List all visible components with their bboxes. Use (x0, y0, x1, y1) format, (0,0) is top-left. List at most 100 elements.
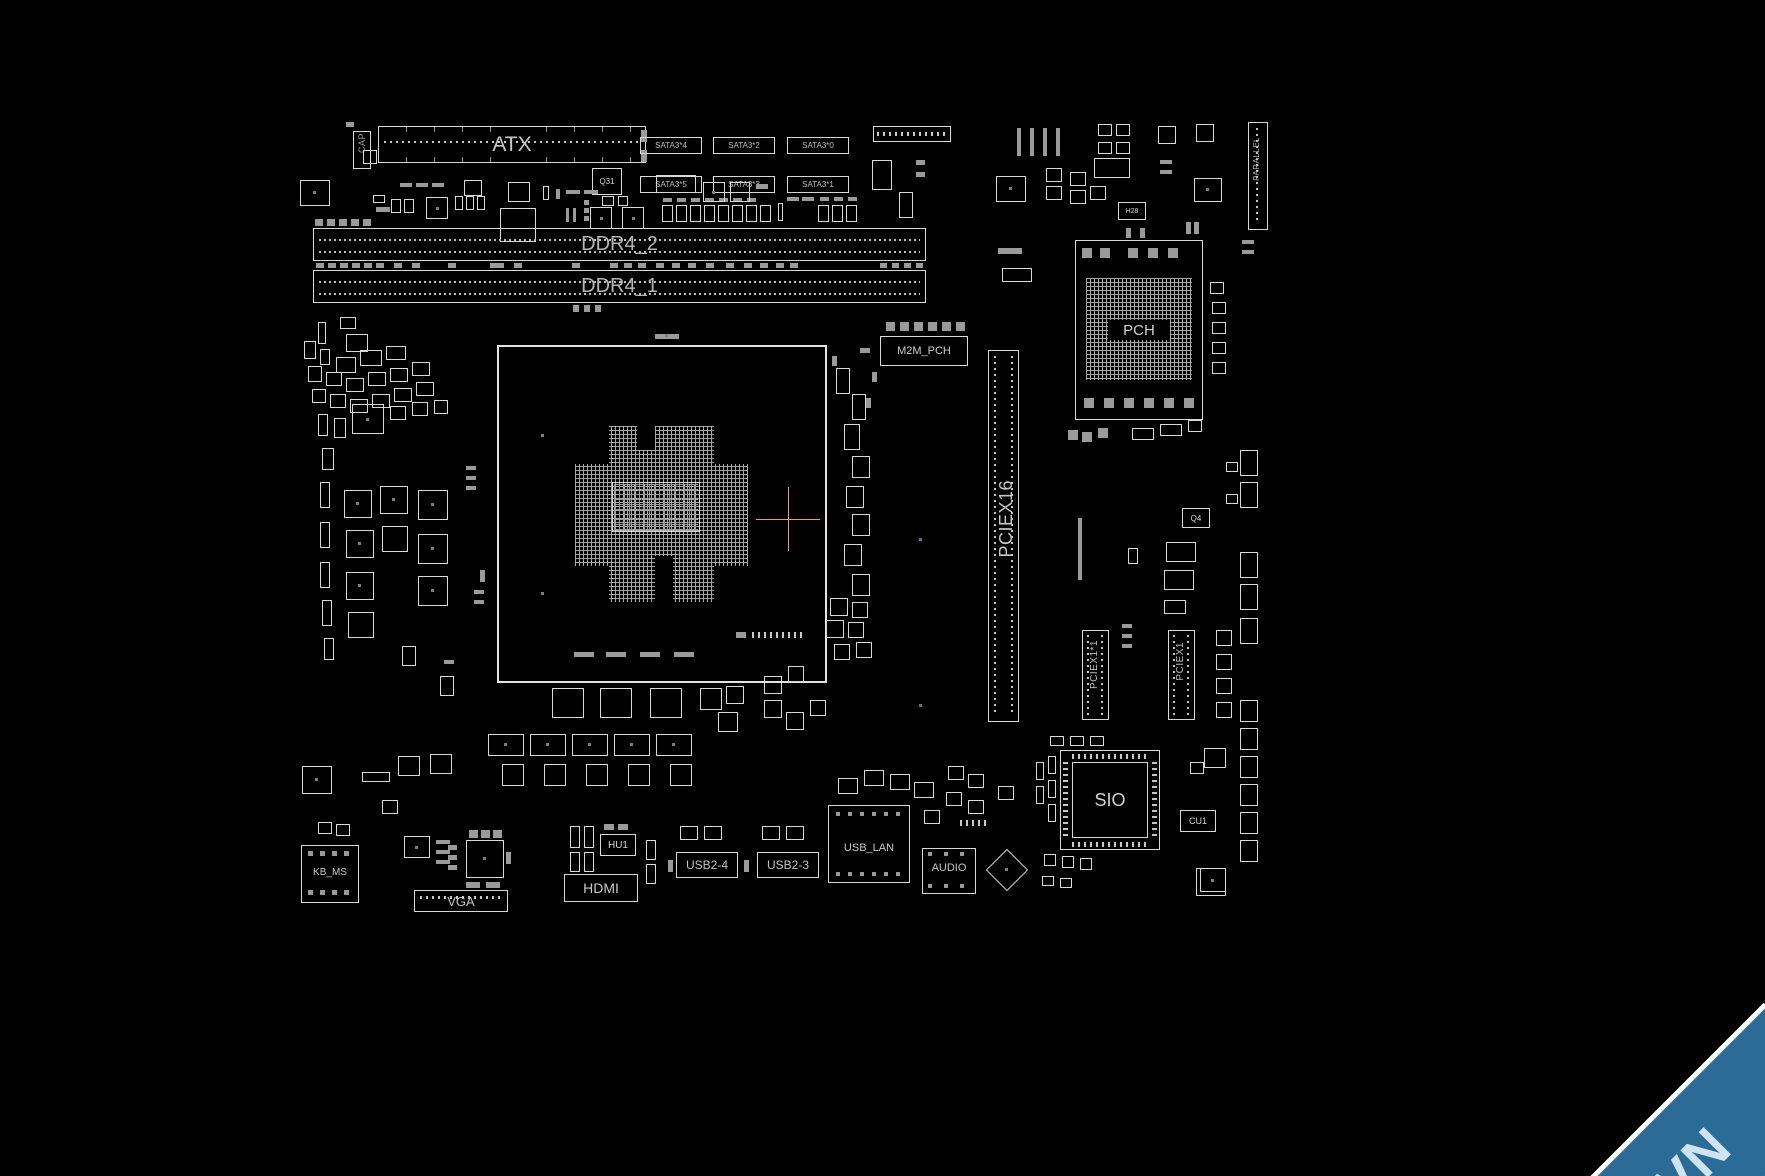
chip-cu1[interactable] (1180, 810, 1216, 832)
pad (638, 263, 646, 268)
slot-ddr4-1[interactable] (313, 270, 926, 303)
cap (846, 205, 857, 222)
vrm-mosfet (418, 490, 448, 520)
pad (490, 263, 504, 268)
cpu-socket-outline[interactable] (497, 345, 827, 683)
vrm-component (320, 482, 330, 508)
pad (1168, 248, 1178, 258)
pad (316, 263, 324, 268)
pad (960, 852, 964, 856)
pad (726, 263, 734, 268)
vrm-component (372, 394, 390, 408)
component-mark (315, 778, 318, 781)
chip-pch-outline[interactable] (1075, 240, 1203, 420)
component (1090, 736, 1104, 746)
component (852, 574, 870, 596)
component (1048, 756, 1056, 774)
component-pad (300, 180, 330, 206)
connector-parallel[interactable] (1248, 122, 1268, 230)
passive (566, 190, 580, 194)
connector-usb2-3[interactable] (757, 852, 819, 878)
connector-usb-lan[interactable] (828, 805, 910, 883)
atx-tick (462, 127, 463, 132)
connector-sata3-0-label: SATA3*0 (802, 141, 834, 150)
sio-pins-top (1072, 754, 1148, 759)
pad (340, 263, 348, 268)
component-mark (546, 743, 549, 746)
pad (1043, 128, 1047, 156)
connector-audio[interactable] (922, 848, 976, 894)
pciex1-pins-left (1173, 635, 1175, 715)
pad (706, 263, 714, 268)
passive (373, 195, 385, 203)
slot-pciex1[interactable] (1168, 630, 1195, 720)
ddr4-1-pins-bottom (319, 293, 920, 295)
cpu-socket-contact-frame (612, 482, 700, 532)
pad (1100, 248, 1110, 258)
pad (320, 851, 325, 856)
pad (914, 322, 923, 331)
component (1090, 186, 1106, 200)
component (1210, 282, 1224, 294)
chip-q31[interactable] (592, 168, 622, 195)
connector-sata3-0[interactable] (787, 137, 849, 154)
pad (327, 219, 335, 226)
pad-array (752, 632, 802, 638)
component (846, 486, 864, 508)
connector-m2m-pch[interactable] (880, 336, 968, 366)
passive (733, 198, 742, 202)
pad (656, 263, 664, 268)
component-mark (632, 217, 635, 220)
component (1046, 168, 1062, 182)
atx-tick (406, 127, 407, 132)
passive (391, 199, 401, 213)
component (1240, 618, 1258, 644)
connector-sata3-1[interactable] (787, 176, 849, 193)
cap-row (656, 734, 692, 756)
passive (691, 198, 700, 202)
connector-kb-ms[interactable] (301, 845, 359, 903)
slot-pciex16[interactable] (988, 350, 1019, 722)
vrm-mosfet (418, 534, 448, 564)
component (1048, 780, 1056, 798)
passive (584, 190, 598, 194)
cap (628, 764, 650, 786)
chip-q4[interactable] (1182, 508, 1210, 528)
vrm-component (402, 646, 416, 666)
mosfet (703, 182, 725, 202)
vrm-component (346, 334, 368, 352)
pad (595, 305, 601, 312)
slot-ddr4-2[interactable] (313, 228, 926, 261)
chip-sio-outline[interactable] (1060, 750, 1160, 850)
cap (600, 688, 632, 718)
connector-sata3-3[interactable] (713, 176, 775, 193)
component (1240, 482, 1258, 508)
chip-hu1[interactable] (600, 834, 636, 856)
pad (328, 263, 336, 268)
component (996, 176, 1026, 202)
pad (448, 263, 456, 268)
chip-h28[interactable] (1118, 202, 1146, 220)
pad (1242, 240, 1254, 244)
slot-pciex1-1[interactable] (1082, 630, 1109, 720)
component (1044, 854, 1056, 866)
cap (676, 205, 687, 222)
socket-keyout (714, 426, 748, 464)
connector-vga[interactable] (414, 890, 508, 912)
connector-usb2-4[interactable] (676, 852, 738, 878)
connector-atx[interactable] (378, 126, 646, 163)
pad (942, 322, 951, 331)
component-mark (436, 207, 439, 210)
pin-header[interactable] (873, 126, 951, 142)
pad (1242, 250, 1254, 254)
component (1212, 362, 1226, 374)
connector-sata3-4[interactable] (640, 137, 702, 154)
pad (928, 884, 932, 888)
pciex1-1-pins-left (1087, 635, 1089, 715)
connector-hdmi[interactable] (564, 874, 638, 902)
atx-tick (406, 157, 407, 162)
connector-sata3-2[interactable] (713, 137, 775, 154)
component (704, 826, 722, 840)
sio-pins-bottom (1072, 842, 1148, 847)
